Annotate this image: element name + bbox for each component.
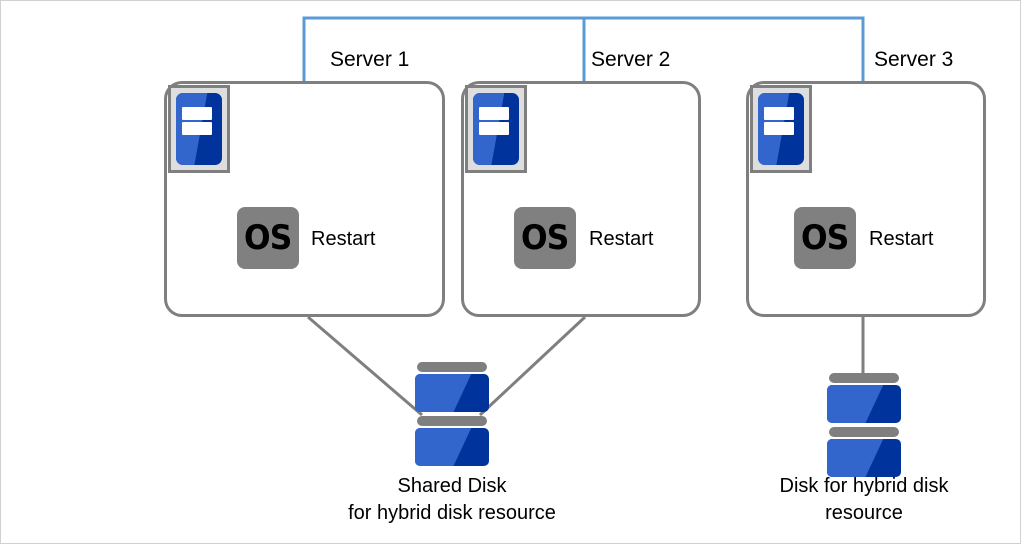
shared-disk-caption-line2: for hybrid disk resource bbox=[348, 502, 556, 524]
os-badge-1: OS bbox=[237, 207, 299, 269]
server-icon-bar bbox=[479, 106, 509, 120]
shared-disk-caption-line1: Shared Disk bbox=[397, 475, 507, 497]
disk-plate bbox=[415, 428, 489, 466]
server-icon-body bbox=[758, 93, 804, 165]
server-icon-body bbox=[176, 93, 222, 165]
disk-stack-icon-server3[interactable] bbox=[827, 373, 901, 477]
server-icon bbox=[465, 85, 527, 173]
os-badge-3: OS bbox=[794, 207, 856, 269]
os-badge-2: OS bbox=[514, 207, 576, 269]
server-icon-bar bbox=[182, 106, 212, 120]
server-icon-bar bbox=[182, 121, 212, 135]
server-label-3: Server 3 bbox=[874, 48, 954, 71]
server-label-2: Server 2 bbox=[591, 48, 671, 71]
restart-label-2: Restart bbox=[589, 228, 654, 250]
server-icon-bar bbox=[479, 121, 509, 135]
server-box-2[interactable] bbox=[461, 81, 701, 317]
disk-cap bbox=[417, 362, 487, 372]
os-badge-label: OS bbox=[244, 218, 292, 258]
server-icon bbox=[168, 85, 230, 173]
disk-plate bbox=[415, 374, 489, 412]
disk-stack-icon-shared[interactable] bbox=[415, 362, 489, 466]
server3-disk-caption-line2: resource bbox=[825, 502, 903, 524]
disk-plate bbox=[827, 385, 901, 423]
server-label-1: Server 1 bbox=[330, 48, 410, 71]
server-icon-bar bbox=[764, 106, 794, 120]
disk-plate bbox=[827, 439, 901, 477]
server3-disk-caption: Disk for hybrid disk resource bbox=[744, 473, 984, 527]
server3-disk-caption-line1: Disk for hybrid disk bbox=[779, 475, 949, 497]
shared-disk-caption: Shared Disk for hybrid disk resource bbox=[301, 473, 603, 527]
server-icon bbox=[750, 85, 812, 173]
restart-label-3: Restart bbox=[869, 228, 934, 250]
os-badge-label: OS bbox=[521, 218, 569, 258]
disk-cap bbox=[829, 373, 899, 383]
disk-cap bbox=[829, 427, 899, 437]
server-icon-body bbox=[473, 93, 519, 165]
restart-label-1: Restart bbox=[311, 228, 376, 250]
disk-cap bbox=[417, 416, 487, 426]
server-icon-bar bbox=[764, 121, 794, 135]
os-badge-label: OS bbox=[801, 218, 849, 258]
